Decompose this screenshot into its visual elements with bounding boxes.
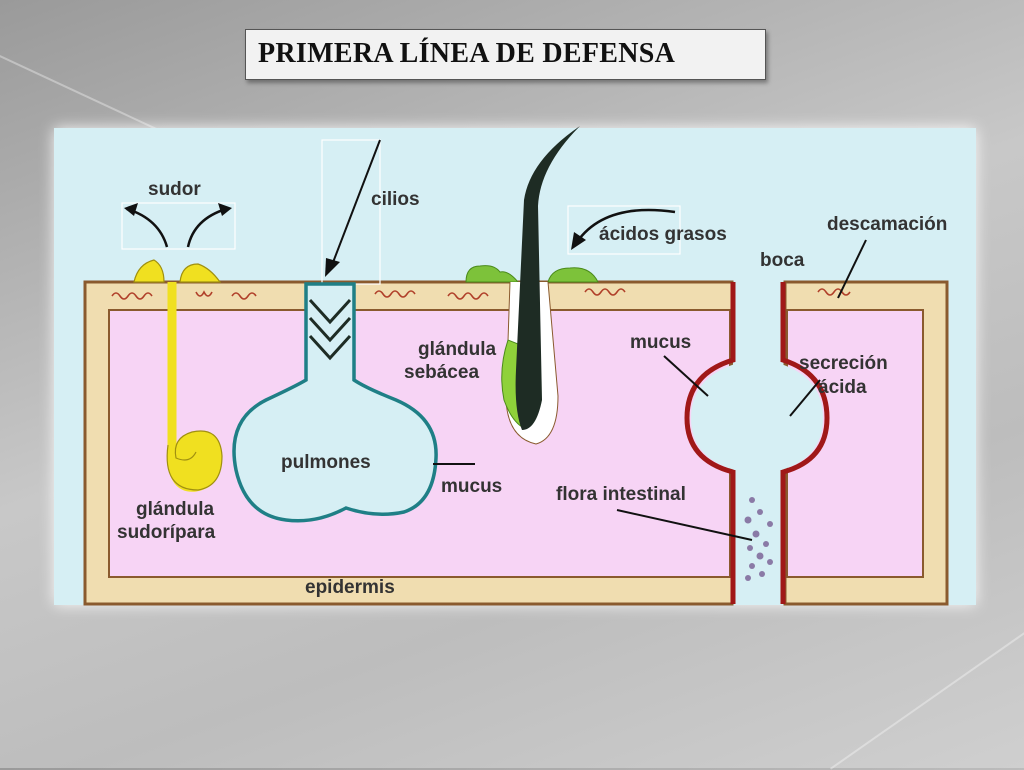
hair <box>515 126 580 430</box>
secrecion-line <box>789 379 821 417</box>
mucus-top-line <box>663 355 709 397</box>
acidos-grasos-box <box>567 205 681 255</box>
cilios-arrow-line <box>331 139 381 266</box>
label-mucus-lungs: mucus <box>441 476 503 497</box>
label-sudor: sudor <box>148 179 201 200</box>
gut-wall-right <box>780 282 830 604</box>
label-glandula-sebacea-1: glándula <box>418 339 497 360</box>
flora-line <box>616 509 753 541</box>
fatty-acid-blob-right <box>547 267 599 283</box>
sweat-droplet-left <box>133 259 165 283</box>
lungs <box>232 282 438 523</box>
label-acidos-grasos: ácidos grasos <box>599 224 727 245</box>
epidermis-waves <box>111 288 851 300</box>
sudor-arrowhead-left <box>124 203 138 216</box>
gut-wall-left <box>684 282 736 604</box>
label-epidermis: epidermis <box>305 577 395 598</box>
label-boca: boca <box>760 250 805 271</box>
label-glandula-sudoripara-1: glándula <box>136 499 215 520</box>
acidos-grasos-arrow <box>575 208 676 243</box>
gut-pouch <box>691 364 823 470</box>
sudor-arrow-right <box>186 207 227 248</box>
title-box: PRIMERA LÍNEA DE DEFENSA <box>245 29 766 80</box>
label-glandula-sebacea-2: sebácea <box>404 362 480 383</box>
sweat-droplet-right <box>179 263 222 283</box>
acidos-grasos-arrowhead <box>571 232 586 250</box>
sudor-arrowhead-right <box>218 203 232 216</box>
label-pulmones: pulmones <box>281 452 371 473</box>
label-secrecion-2: ácida <box>818 377 867 398</box>
label-mucus-top: mucus <box>630 332 692 353</box>
flora-dots <box>744 497 773 581</box>
label-cilios: cilios <box>371 189 420 210</box>
label-descamacion: descamación <box>827 214 948 235</box>
page-title: PRIMERA LÍNEA DE DEFENSA <box>258 38 676 69</box>
label-glandula-sudoripara-2: sudorípara <box>117 522 216 543</box>
label-flora-intestinal: flora intestinal <box>556 484 686 505</box>
cilios-arrowhead <box>325 258 340 277</box>
label-secrecion-1: secreción <box>799 353 888 374</box>
fatty-acid-blob-left <box>465 265 520 283</box>
sudor-box <box>121 202 236 250</box>
cilia <box>308 298 352 361</box>
descamacion-line <box>837 239 867 299</box>
sweat-gland-body <box>166 430 223 491</box>
